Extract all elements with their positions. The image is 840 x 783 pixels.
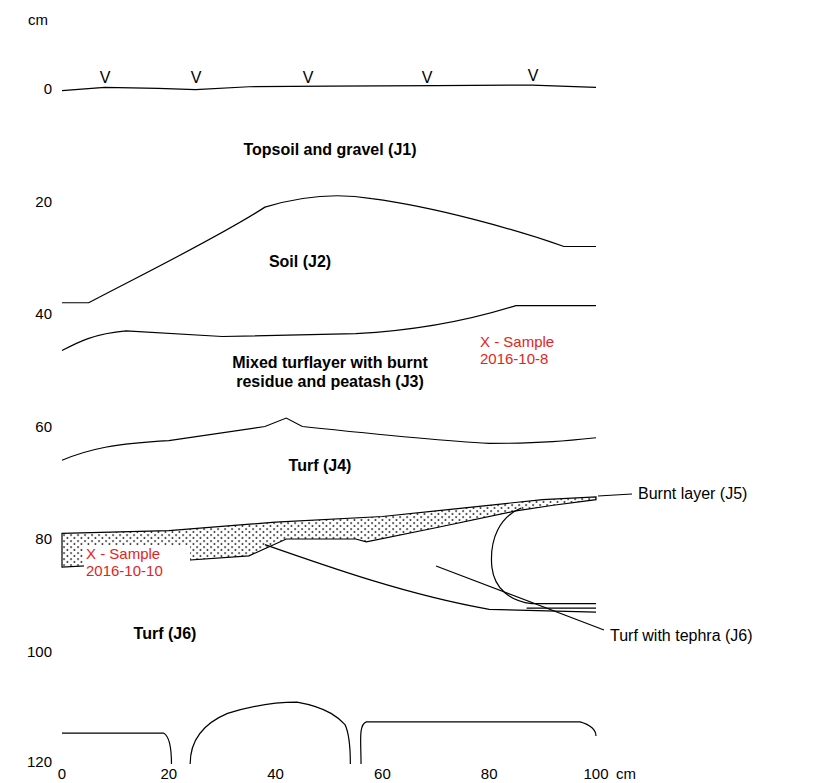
axis-tick: 0 [44, 81, 52, 98]
feature-outline [62, 733, 171, 764]
layer-name: Soil (J2) [269, 252, 331, 271]
leader-line [436, 566, 604, 630]
layer-name: Turf (J6) [134, 624, 197, 643]
feature-outline [190, 702, 350, 764]
axis-unit: cm [28, 12, 48, 29]
tephra-lens [491, 508, 596, 604]
layer-label: Burnt layer (J5) [638, 485, 747, 503]
layer-label: Turf with tephra (J6) [610, 627, 753, 645]
tephra-lens [527, 608, 596, 609]
axis-tick: 100 [27, 643, 52, 660]
vegetation-mark: V [422, 69, 433, 87]
layer-band: Mixed turflayer with burnt residue and p… [199, 351, 461, 393]
axis-tick: 60 [374, 766, 391, 783]
axis-tick: 120 [27, 754, 52, 771]
axis-tick: 60 [35, 418, 52, 435]
vegetation-mark: V [303, 69, 314, 87]
layer-band: Turf (J6) [130, 622, 201, 645]
vegetation-mark: V [528, 67, 539, 85]
leader-line [598, 494, 632, 496]
axis-tick: 20 [160, 766, 177, 783]
axis-tick: 20 [35, 193, 52, 210]
layer-name: Topsoil and gravel (J1) [243, 140, 416, 159]
layer-band: Turf (J4) [285, 454, 356, 477]
sample-marker: X - Sample 2016-10-8 [478, 334, 578, 367]
axis-tick: 40 [35, 306, 52, 323]
layer-boundary [62, 418, 596, 460]
axis-tick: 80 [481, 766, 498, 783]
feature-outline [361, 722, 596, 764]
sample-marker: X - Sample 2016-10-10 [84, 546, 190, 579]
vegetation-mark: V [100, 69, 111, 87]
layer-band: Topsoil and gravel (J1) [239, 138, 420, 161]
axis-tick: 0 [58, 766, 66, 783]
axis-unit: cm [616, 766, 636, 783]
axis-tick: 100 [583, 766, 608, 783]
layer-name: Mixed turflayer with burnt residue and p… [203, 353, 457, 391]
tephra-lens [265, 545, 596, 613]
layer-name: Turf (J4) [289, 456, 352, 475]
vegetation-mark: V [191, 69, 202, 87]
axis-tick: 80 [35, 531, 52, 548]
ground-surface [62, 85, 596, 91]
axis-tick: 40 [267, 766, 284, 783]
layer-boundary [62, 196, 596, 303]
layer-band: Soil (J2) [265, 250, 335, 273]
